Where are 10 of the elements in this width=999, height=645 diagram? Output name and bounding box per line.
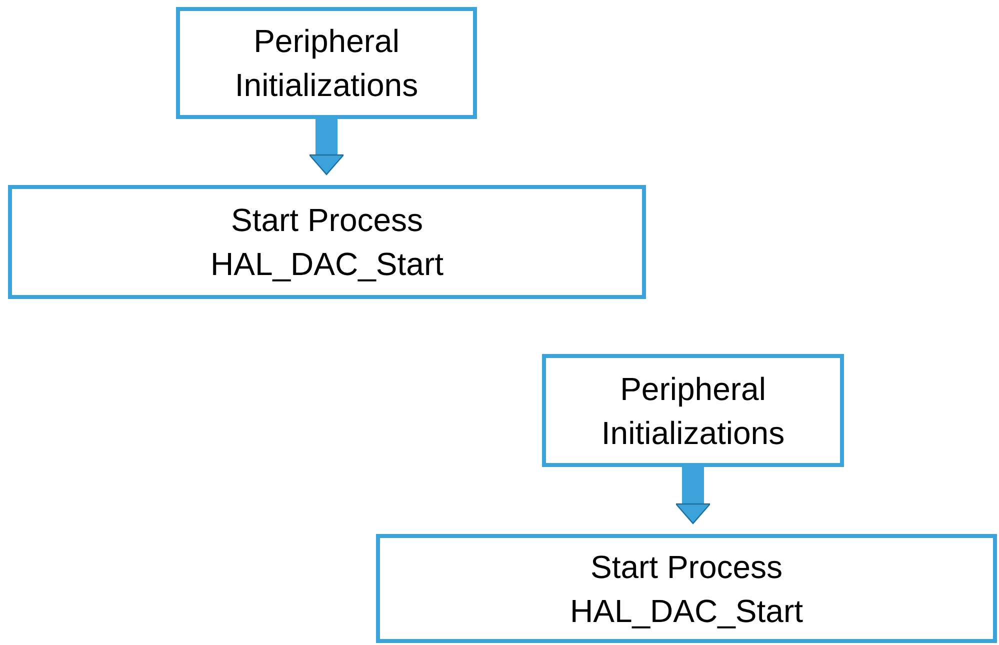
box-label: Peripheral Initializations — [600, 370, 786, 452]
block-arrow — [675, 467, 711, 524]
process-box — [376, 534, 997, 643]
process-box — [542, 354, 844, 467]
process-box — [8, 185, 646, 299]
block-arrow — [308, 119, 344, 176]
box-label: Start Process HAL_DAC_Start — [210, 201, 444, 284]
box-label: Peripheral Initializations — [234, 22, 420, 105]
process-box — [176, 7, 477, 119]
box-label: Start Process HAL_DAC_Start — [569, 548, 804, 630]
